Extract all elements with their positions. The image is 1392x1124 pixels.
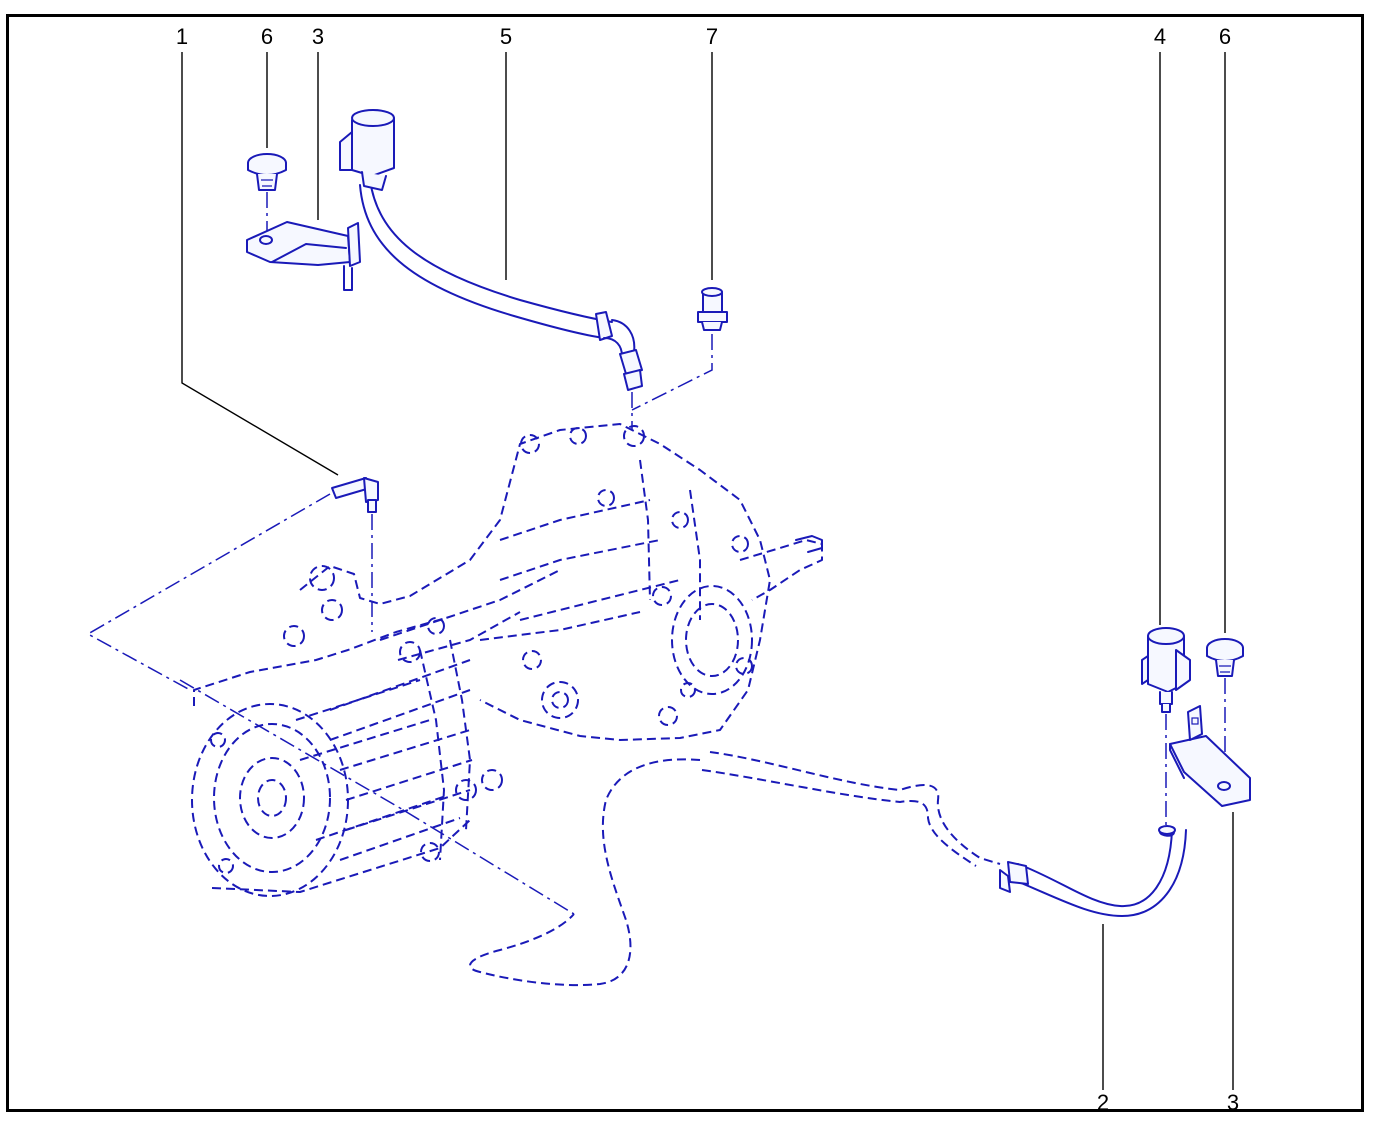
callout-labels: 1 6 3 5 7 4 6 2 3 [176,24,1239,1115]
diagram-frame [6,14,1364,1112]
bracket-right [1169,705,1251,807]
callout-5: 5 [500,24,512,49]
vent-hose-lower [999,714,1187,917]
bracket-left [246,221,361,291]
callout-7: 7 [706,24,718,49]
callout-6-right: 6 [1219,24,1231,49]
callout-6-left: 6 [261,24,273,49]
transfer-case-assembly [191,423,823,897]
elbow-fitting [86,477,379,691]
callout-2: 2 [1097,1090,1109,1115]
vent-fitting [631,287,728,411]
vent-hose-upper [339,109,643,430]
callout-4: 4 [1154,24,1166,49]
routed-hose-hidden [179,679,1001,987]
callout-3-left: 3 [312,24,324,49]
callout-1: 1 [176,24,188,49]
leader-lines [181,52,1234,1090]
leader-1 [181,52,339,476]
callout-3-right: 3 [1227,1090,1239,1115]
vent-cap-right [1141,627,1191,713]
